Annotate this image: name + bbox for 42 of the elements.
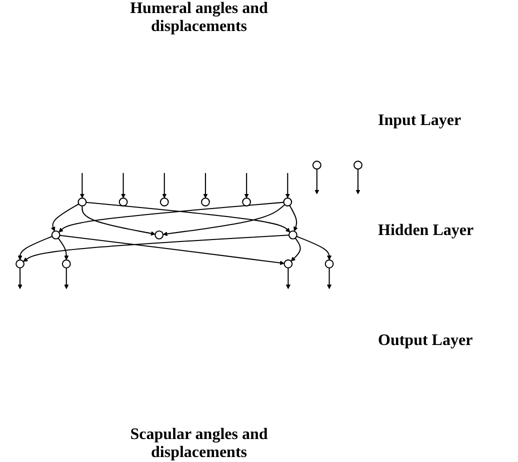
node-circle [78,198,87,206]
layer-label: Output Layer [378,332,474,350]
node-circle [354,160,362,170]
arrow [23,234,289,262]
output-caption: Scapular angles and displacements [129,426,269,462]
arrow [60,234,284,266]
node-circle [51,230,60,240]
layer-label: Input Layer [378,112,462,130]
arrow [203,173,208,198]
node-circle [283,198,292,206]
node-circle [16,259,24,268]
arrow [326,268,332,290]
node-circle [154,230,164,240]
arrow [286,268,290,290]
node-circle [288,230,298,240]
layer-label: Hidden Layer [378,222,475,240]
arrow [290,238,301,262]
arrow [296,236,332,260]
arrow [82,206,156,236]
node-circle [324,259,334,268]
arrow [162,204,286,236]
arrow [18,268,22,290]
arrow [356,169,360,194]
arrow [162,173,167,198]
node-circle [200,198,210,206]
arrow [80,173,84,198]
node-circle [160,198,169,206]
arrow [285,173,290,198]
node-circle [62,259,71,268]
arrow [314,169,320,194]
node-circle [284,259,293,268]
arrow [289,205,298,232]
arrow [120,173,126,198]
arrow [58,238,69,260]
input-caption: Humeral angles and displacements [129,0,269,36]
arrow [244,173,249,198]
arrow [50,204,80,232]
node-circle [312,160,322,170]
node-circle [242,198,252,206]
arrow [18,236,52,260]
node-circle [118,198,128,206]
arrow [64,268,69,290]
